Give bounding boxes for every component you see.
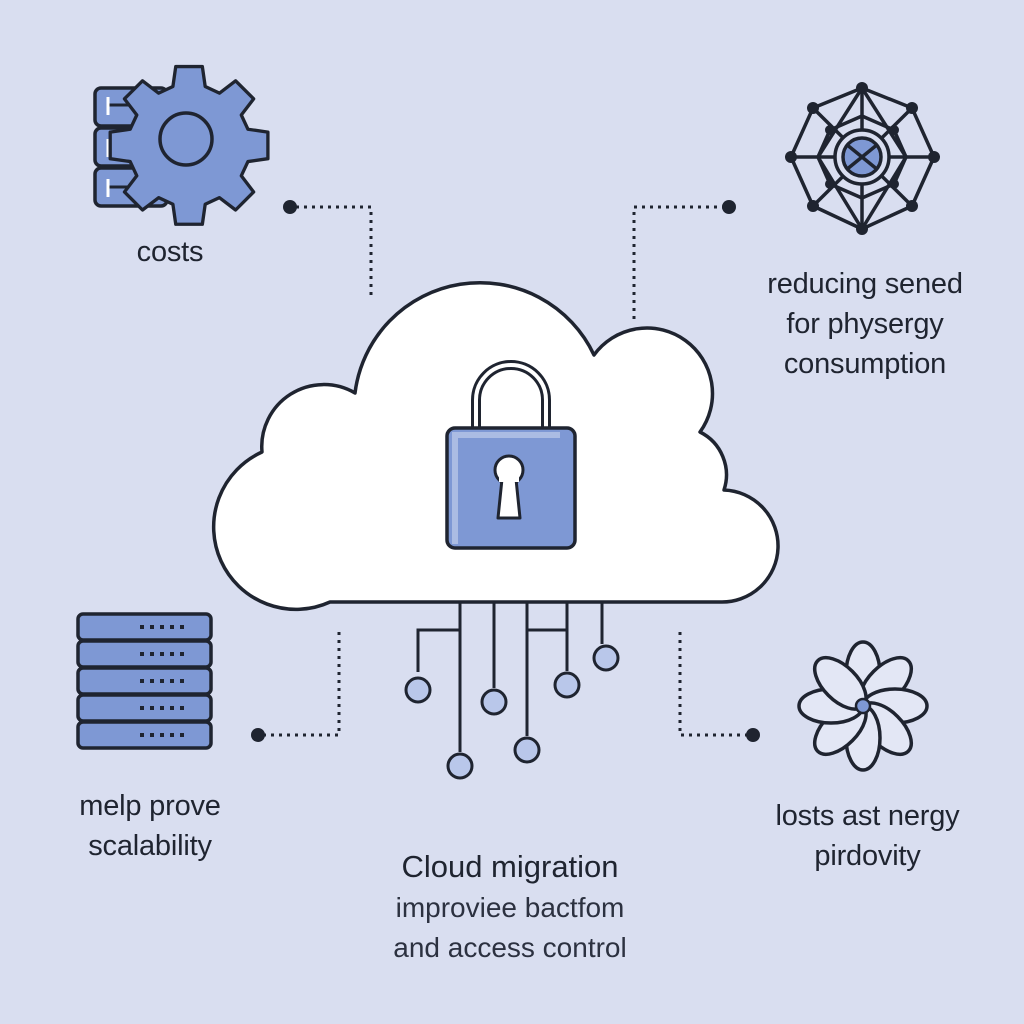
label-line: reducing sened	[767, 268, 963, 300]
gear-icon	[108, 64, 270, 226]
circuit-traces	[416, 602, 604, 752]
label-line: pirdovity	[814, 840, 921, 872]
caption-subtitle-line: and access control	[393, 932, 627, 963]
label-line: losts ast nergy	[775, 800, 960, 832]
server-gear-icon	[93, 64, 270, 226]
cloud-lock-icon	[211, 280, 780, 612]
label-energy-productivity: losts ast nergy pirdovity	[735, 796, 1000, 876]
label-energy-consumption: reducing sened for physergy consumption	[730, 264, 1000, 384]
caption-subtitle-line: improviee bactfom	[395, 892, 625, 923]
connector-dot-bottom-right	[746, 728, 760, 742]
label-line: consumption	[783, 348, 947, 380]
connector-bottom-left	[263, 628, 341, 737]
label-line: for physergy	[786, 308, 944, 340]
connector-top-right	[632, 205, 725, 320]
connector-lines	[263, 205, 748, 737]
circuit-nodes	[404, 644, 620, 780]
flower-icon	[797, 640, 929, 772]
label-line: melp prove	[79, 790, 221, 822]
network-globe-icon	[785, 82, 940, 235]
caption-title: Cloud migration	[401, 849, 619, 884]
lock-icon	[445, 360, 577, 550]
label-costs: costs	[136, 236, 204, 268]
connector-dot-top-left	[283, 200, 297, 214]
connector-bottom-right	[678, 628, 748, 737]
connector-dot-top-right	[722, 200, 736, 214]
connector-dot-bottom-left	[251, 728, 265, 742]
rack-leds	[140, 625, 184, 737]
label-scalability: melp prove scalability	[40, 786, 260, 866]
caption: Cloud migration improviee bactfom and ac…	[340, 846, 680, 968]
label-line: scalability	[88, 830, 212, 862]
connector-top-left	[296, 205, 373, 300]
server-rack-icon	[76, 612, 213, 750]
